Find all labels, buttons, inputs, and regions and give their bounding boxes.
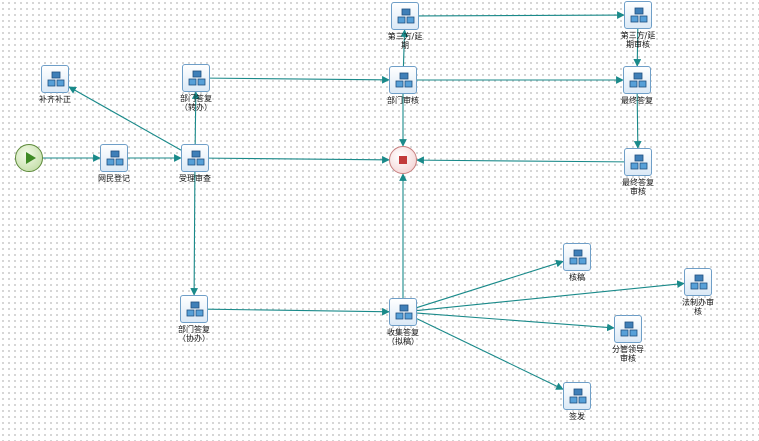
edge-zhuanban-bumen_shenhe[interactable] [209,75,390,84]
task-icon [624,1,652,29]
task-glyph [397,8,415,24]
task-glyph [630,7,648,23]
task-icon [623,66,651,94]
task-glyph [188,70,206,86]
task-glyph [106,150,124,166]
node-label: 收集答复 （拟稿） [387,328,419,346]
task-glyph [569,388,587,404]
task-glyph [630,154,648,170]
edge-shoubian-zhuanban[interactable] [191,91,200,145]
task-icon [563,243,591,271]
node-label: 签发 [569,412,585,421]
node-label: 第三方/延 期审核 [620,31,656,49]
node-label: 最终答复 [621,96,653,105]
task-icon [624,148,652,176]
task-glyph [186,301,204,317]
node-label: 法制办审 核 [682,298,714,316]
task-icon [563,382,591,410]
node-label: 补齐补正 [39,95,71,104]
node-label: 部门答复 （转办） [180,94,212,112]
edge-disanfang-disanfang_shenhe[interactable] [418,11,625,19]
task-glyph [395,72,413,88]
node-label: 部门答复 （协办） [178,325,210,343]
task-glyph [569,249,587,265]
node-label: 核稿 [569,273,585,282]
task-glyph [690,274,708,290]
node-label: 受理审查 [179,174,211,183]
edge-shouji-fenguan[interactable] [416,312,615,332]
stop-icon [399,156,407,164]
task-icon [182,64,210,92]
task-glyph [47,71,65,87]
task-icon [684,268,712,296]
end-event[interactable] [389,146,417,174]
edge-shoubian-end[interactable] [208,155,390,164]
node-label: 第三方/延 期 [387,32,423,50]
task-glyph [187,150,205,166]
task-icon [180,295,208,323]
node-label: 最终答复 审核 [622,178,654,196]
edge-shouji-hegao[interactable] [416,259,564,309]
edge-zuizhong-zuizhong_shenhe[interactable] [633,93,642,149]
task-icon [389,66,417,94]
edge-zuizhong_shenhe-end[interactable] [416,156,625,165]
task-icon [181,144,209,172]
node-label: 网民登记 [98,174,130,183]
play-icon [26,152,36,164]
start-event[interactable] [15,144,43,172]
edge-shouji-fazhi[interactable] [416,280,685,312]
task-icon [391,2,419,30]
task-glyph [395,304,413,320]
task-glyph [620,321,638,337]
task-icon [100,144,128,172]
edge-shouji-qianfa[interactable] [416,318,564,390]
task-icon [614,315,642,343]
node-label: 分管领导 审核 [612,345,644,363]
edge-bumen_shenhe-disanfang[interactable] [400,29,409,67]
task-icon [41,65,69,93]
edge-disanfang_shenhe-zuizhong[interactable] [633,28,642,67]
edge-shoubian-buqi[interactable] [68,86,182,151]
task-glyph [629,72,647,88]
edge-shoubian-xieban[interactable] [190,171,198,296]
node-label: 部门审核 [387,96,419,105]
task-icon [389,298,417,326]
edge-xieban-shouji[interactable] [207,307,390,316]
